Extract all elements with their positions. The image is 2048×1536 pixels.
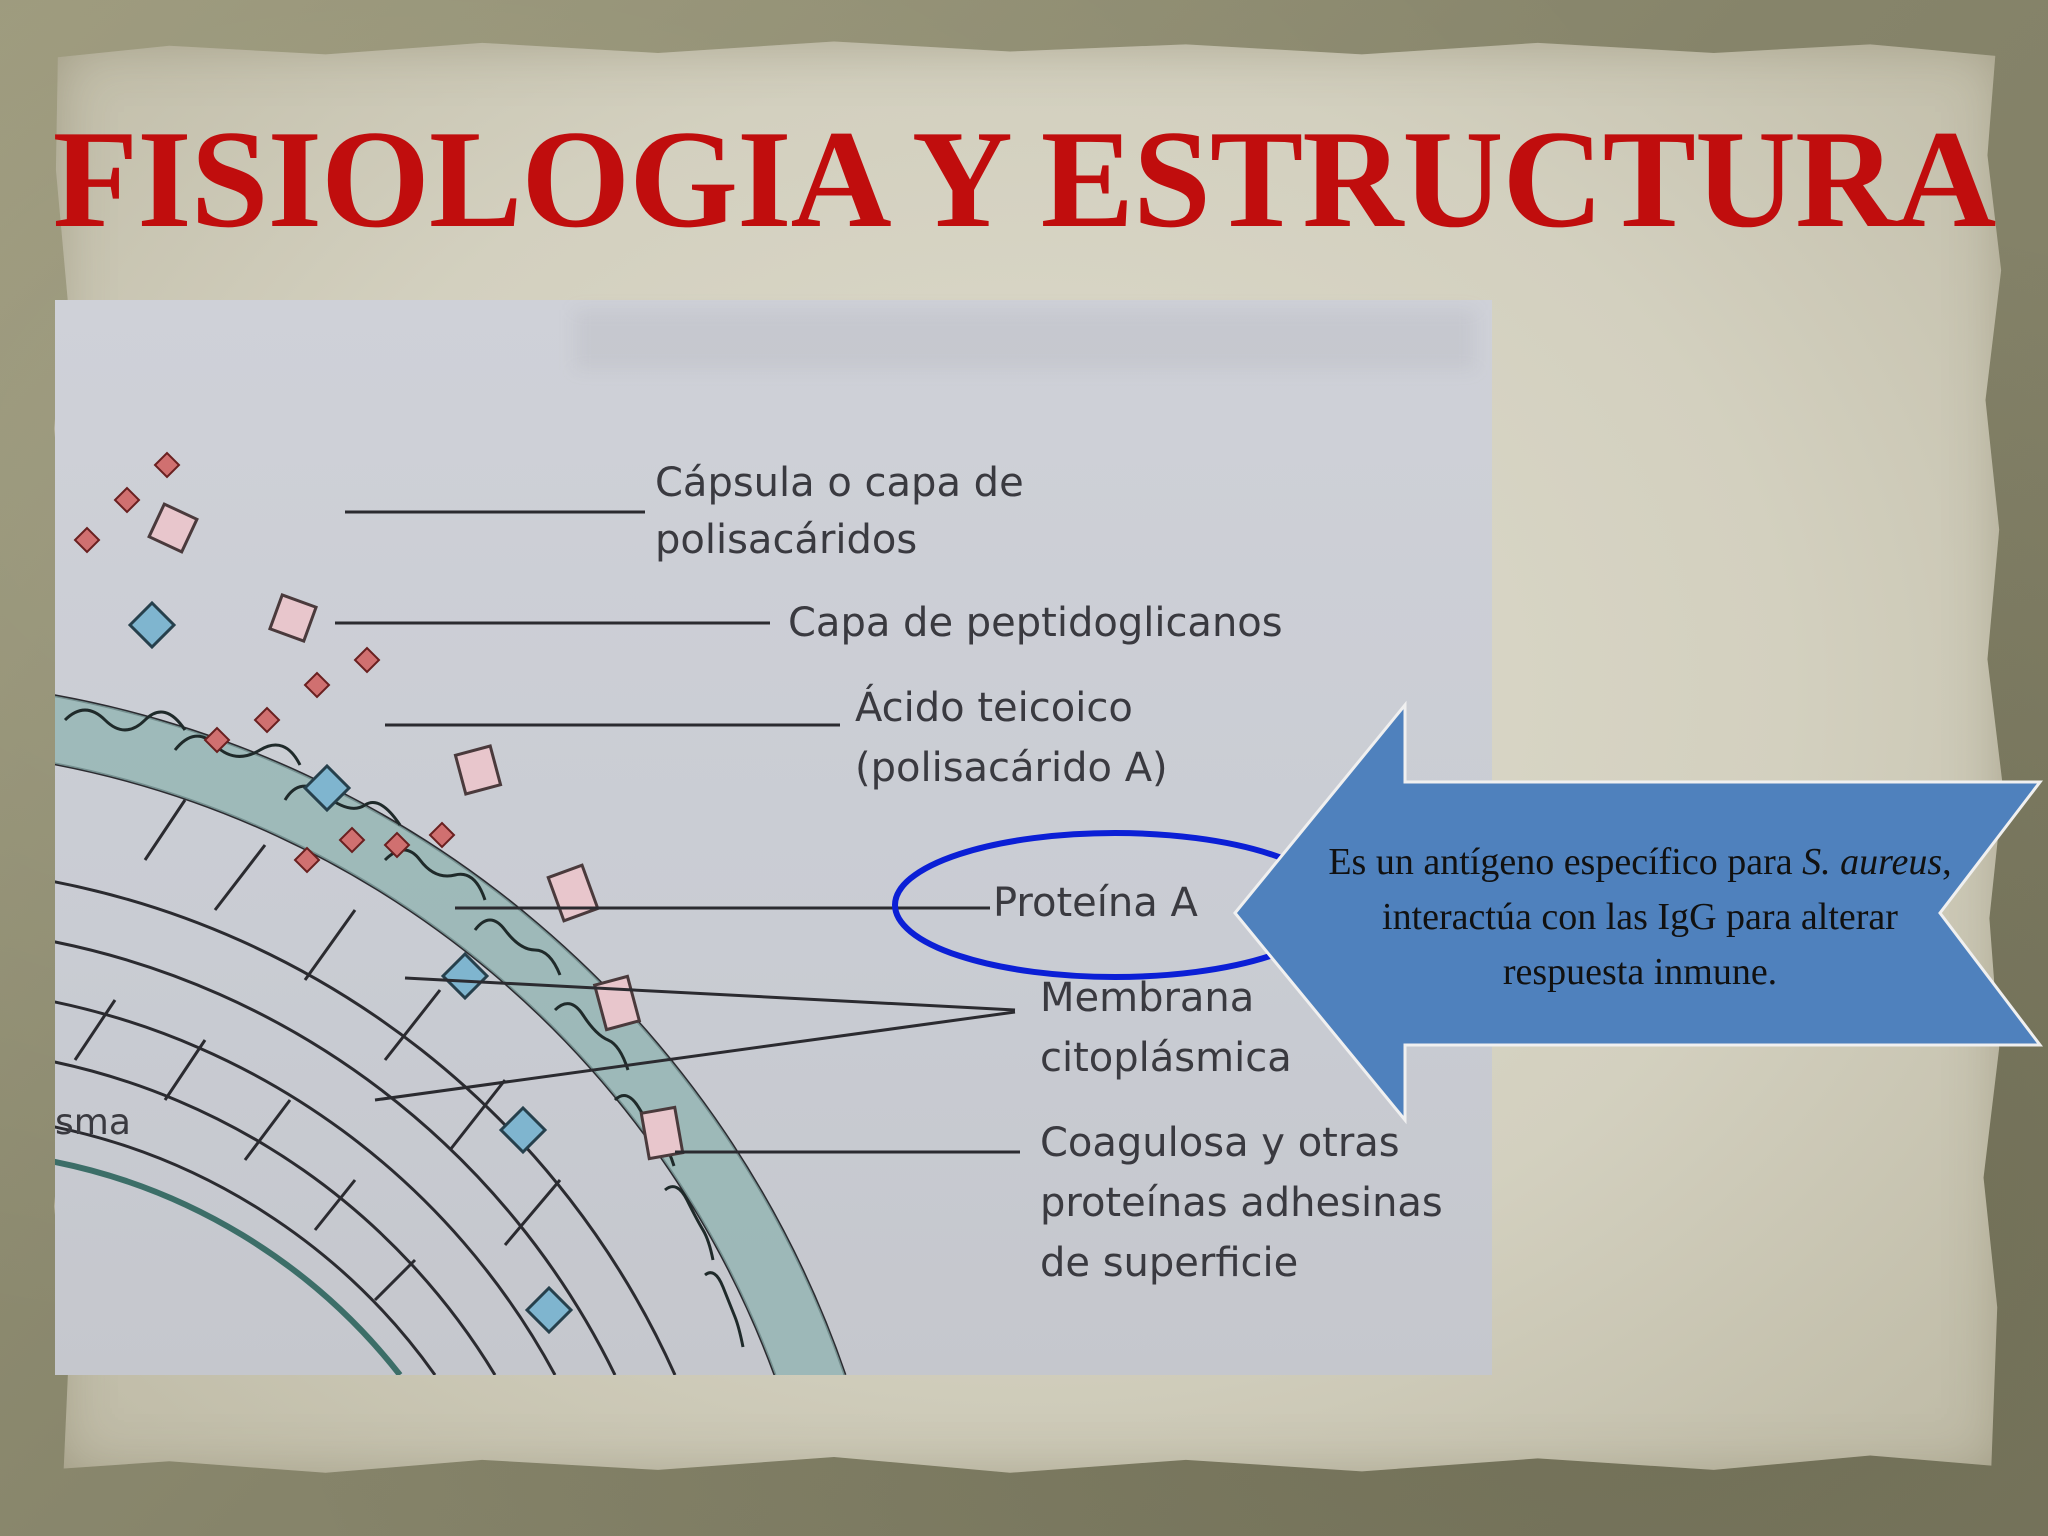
label-acido-line1: Ácido teicoico — [855, 685, 1133, 731]
label-coagulosa-line1: Coagulosa y otras — [1040, 1120, 1400, 1166]
label-acido-line2: (polisacárido A) — [855, 745, 1168, 791]
membrane-outer-arc — [55, 1125, 437, 1375]
label-membrana-line2: citoplásmica — [1040, 1035, 1292, 1081]
peptidoglycan-outer-arc — [55, 880, 677, 1375]
peptidoglycan-arc-4 — [55, 1060, 497, 1375]
radial-segments — [73, 799, 562, 1302]
callout-text-after: , interactúa con las IgG para alterar re… — [1382, 841, 1952, 993]
label-membrana-line1: Membrana — [1040, 975, 1255, 1021]
cell-wall-diagram: Cápsula o capa de polisacáridos Capa de … — [55, 300, 1492, 1375]
label-capsula-line1: Cápsula o capa de — [655, 460, 1024, 506]
teichoic-acid-chains — [73, 451, 456, 874]
peptidoglycan-arc-3 — [55, 1000, 557, 1375]
label-peptidoglicanos: Capa de peptidoglicanos — [788, 600, 1283, 646]
cell-wall-illustration — [55, 451, 1338, 1375]
capsule-squiggles — [63, 708, 745, 1348]
label-plasma-cut: sma — [55, 1102, 131, 1143]
membrane-inner-arc — [55, 1158, 403, 1375]
capsule-band — [55, 695, 845, 1375]
protein-a-diamonds — [127, 600, 574, 1335]
label-coagulosa-line3: de superficie — [1040, 1240, 1299, 1286]
faded-caption — [575, 310, 1475, 370]
callout-text: Es un antígeno específico para S. aureus… — [1320, 835, 1960, 1000]
peptidoglycan-arc-2 — [55, 940, 617, 1375]
leader-lines — [335, 510, 1020, 1154]
label-capsula-line2: polisacáridos — [655, 517, 918, 563]
label-proteina-a: Proteína A — [993, 880, 1198, 926]
capsule-outer-arc — [55, 694, 847, 1375]
left-arrow-callout — [1233, 700, 2044, 1125]
label-coagulosa-line2: proteínas adhesinas — [1040, 1180, 1443, 1226]
callout-species: S. aureus — [1802, 841, 1943, 883]
capsule-inner-arc — [55, 762, 777, 1375]
callout-text-before: Es un antígeno específico para — [1328, 841, 1803, 883]
slide-title: FISIOLOGIA Y ESTRUCTURA — [52, 102, 1997, 257]
